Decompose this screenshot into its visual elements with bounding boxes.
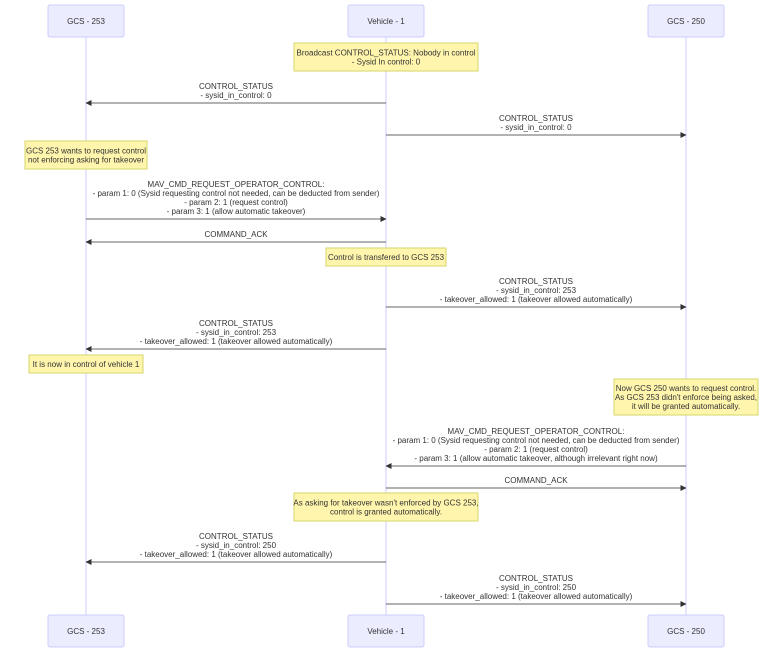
message-12: COMMAND_ACK bbox=[386, 476, 687, 491]
note-text: GCS 253 wants to request control bbox=[26, 147, 146, 156]
message-label: CONTROL_STATUS bbox=[499, 277, 573, 286]
note-text: it will be granted automatically. bbox=[632, 402, 740, 411]
note-text: As asking for takeover wasn't enforced b… bbox=[293, 499, 478, 508]
message-label: COMMAND_ACK bbox=[204, 230, 268, 239]
actor-gcs250-bottom: GCS - 250 bbox=[647, 614, 725, 648]
message-7: CONTROL_STATUS- sysid_in_control: 253- t… bbox=[386, 277, 687, 310]
message-label: - param 1: 0 (Sysid requesting control n… bbox=[93, 189, 380, 198]
actor-vehicle1-top: Vehicle - 1 bbox=[347, 4, 425, 38]
message-8: CONTROL_STATUS- sysid_in_control: 253- t… bbox=[85, 319, 386, 352]
note-text: Now GCS 250 wants to request control. bbox=[616, 384, 757, 393]
note-0: Broadcast CONTROL_STATUS: Nobody in cont… bbox=[293, 42, 479, 72]
message-label: MAV_CMD_REQUEST_OPERATOR_CONTROL: bbox=[448, 427, 625, 436]
message-label: - sysid_in_control: 0 bbox=[500, 123, 572, 132]
note-text: As GCS 253 didn't enforce being asked, bbox=[615, 393, 757, 402]
note-text: It is now in control of vehicle 1 bbox=[33, 360, 140, 369]
actor-gcs253-bottom: GCS - 253 bbox=[47, 614, 125, 648]
actor-label: GCS - 250 bbox=[667, 17, 705, 26]
note-text: - Sysid In control: 0 bbox=[352, 58, 421, 67]
message-label: - sysid_in_control: 0 bbox=[200, 91, 272, 100]
actor-label: GCS - 253 bbox=[67, 17, 105, 26]
message-label: - sysid_in_control: 253 bbox=[496, 286, 577, 295]
actor-label: GCS - 250 bbox=[667, 627, 705, 636]
actor-vehicle1-bottom: Vehicle - 1 bbox=[347, 614, 425, 648]
message-label: - param 1: 0 (Sysid requesting control n… bbox=[393, 436, 680, 445]
message-label: CONTROL_STATUS bbox=[199, 532, 273, 541]
note-text: control is granted automatically. bbox=[330, 508, 442, 517]
actor-gcs250-top: GCS - 250 bbox=[647, 4, 725, 38]
actor-gcs253-top: GCS - 253 bbox=[47, 4, 125, 38]
message-label: CONTROL_STATUS bbox=[499, 114, 573, 123]
message-label: - param 2: 1 (request control) bbox=[184, 198, 288, 207]
message-label: - param 2: 1 (request control) bbox=[484, 445, 588, 454]
note-10: Now GCS 250 wants to request control.As … bbox=[613, 378, 759, 416]
message-label: - sysid_in_control: 250 bbox=[496, 583, 577, 592]
message-label: MAV_CMD_REQUEST_OPERATOR_CONTROL: bbox=[148, 180, 325, 189]
message-5: COMMAND_ACK bbox=[85, 230, 386, 245]
message-2: CONTROL_STATUS- sysid_in_control: 0 bbox=[386, 114, 687, 138]
message-label: CONTROL_STATUS bbox=[199, 319, 273, 328]
note-9: It is now in control of vehicle 1 bbox=[28, 354, 144, 374]
actor-label: Vehicle - 1 bbox=[367, 627, 405, 636]
message-1: CONTROL_STATUS- sysid_in_control: 0 bbox=[85, 82, 386, 106]
actor-label: Vehicle - 1 bbox=[367, 17, 405, 26]
message-14: CONTROL_STATUS- sysid_in_control: 250- t… bbox=[85, 532, 386, 565]
message-label: - takeover_allowed: 1 (takeover allowed … bbox=[140, 337, 333, 346]
message-label: COMMAND_ACK bbox=[504, 476, 568, 485]
message-label: CONTROL_STATUS bbox=[199, 82, 273, 91]
message-label: - sysid_in_control: 250 bbox=[196, 541, 277, 550]
message-15: CONTROL_STATUS- sysid_in_control: 250- t… bbox=[386, 574, 687, 607]
message-label: - param 3: 1 (allow automatic takeover) bbox=[167, 207, 306, 216]
actor-label: GCS - 253 bbox=[67, 627, 105, 636]
note-text: not enforcing asking for takeover bbox=[28, 156, 144, 165]
note-text: Control is transfered to GCS 253 bbox=[328, 253, 445, 262]
message-label: CONTROL_STATUS bbox=[499, 574, 573, 583]
message-label: - takeover_allowed: 1 (takeover allowed … bbox=[440, 295, 633, 304]
message-label: - param 3: 1 (allow automatic takeover, … bbox=[414, 454, 658, 463]
note-13: As asking for takeover wasn't enforced b… bbox=[293, 492, 479, 522]
message-4: MAV_CMD_REQUEST_OPERATOR_CONTROL:- param… bbox=[86, 180, 387, 222]
note-text: Broadcast CONTROL_STATUS: Nobody in cont… bbox=[297, 49, 476, 58]
message-label: - takeover_allowed: 1 (takeover allowed … bbox=[440, 592, 633, 601]
note-6: Control is transfered to GCS 253 bbox=[325, 247, 447, 267]
message-11: MAV_CMD_REQUEST_OPERATOR_CONTROL:- param… bbox=[385, 427, 686, 469]
message-label: - takeover_allowed: 1 (takeover allowed … bbox=[140, 550, 333, 559]
message-label: - sysid_in_control: 253 bbox=[196, 328, 277, 337]
